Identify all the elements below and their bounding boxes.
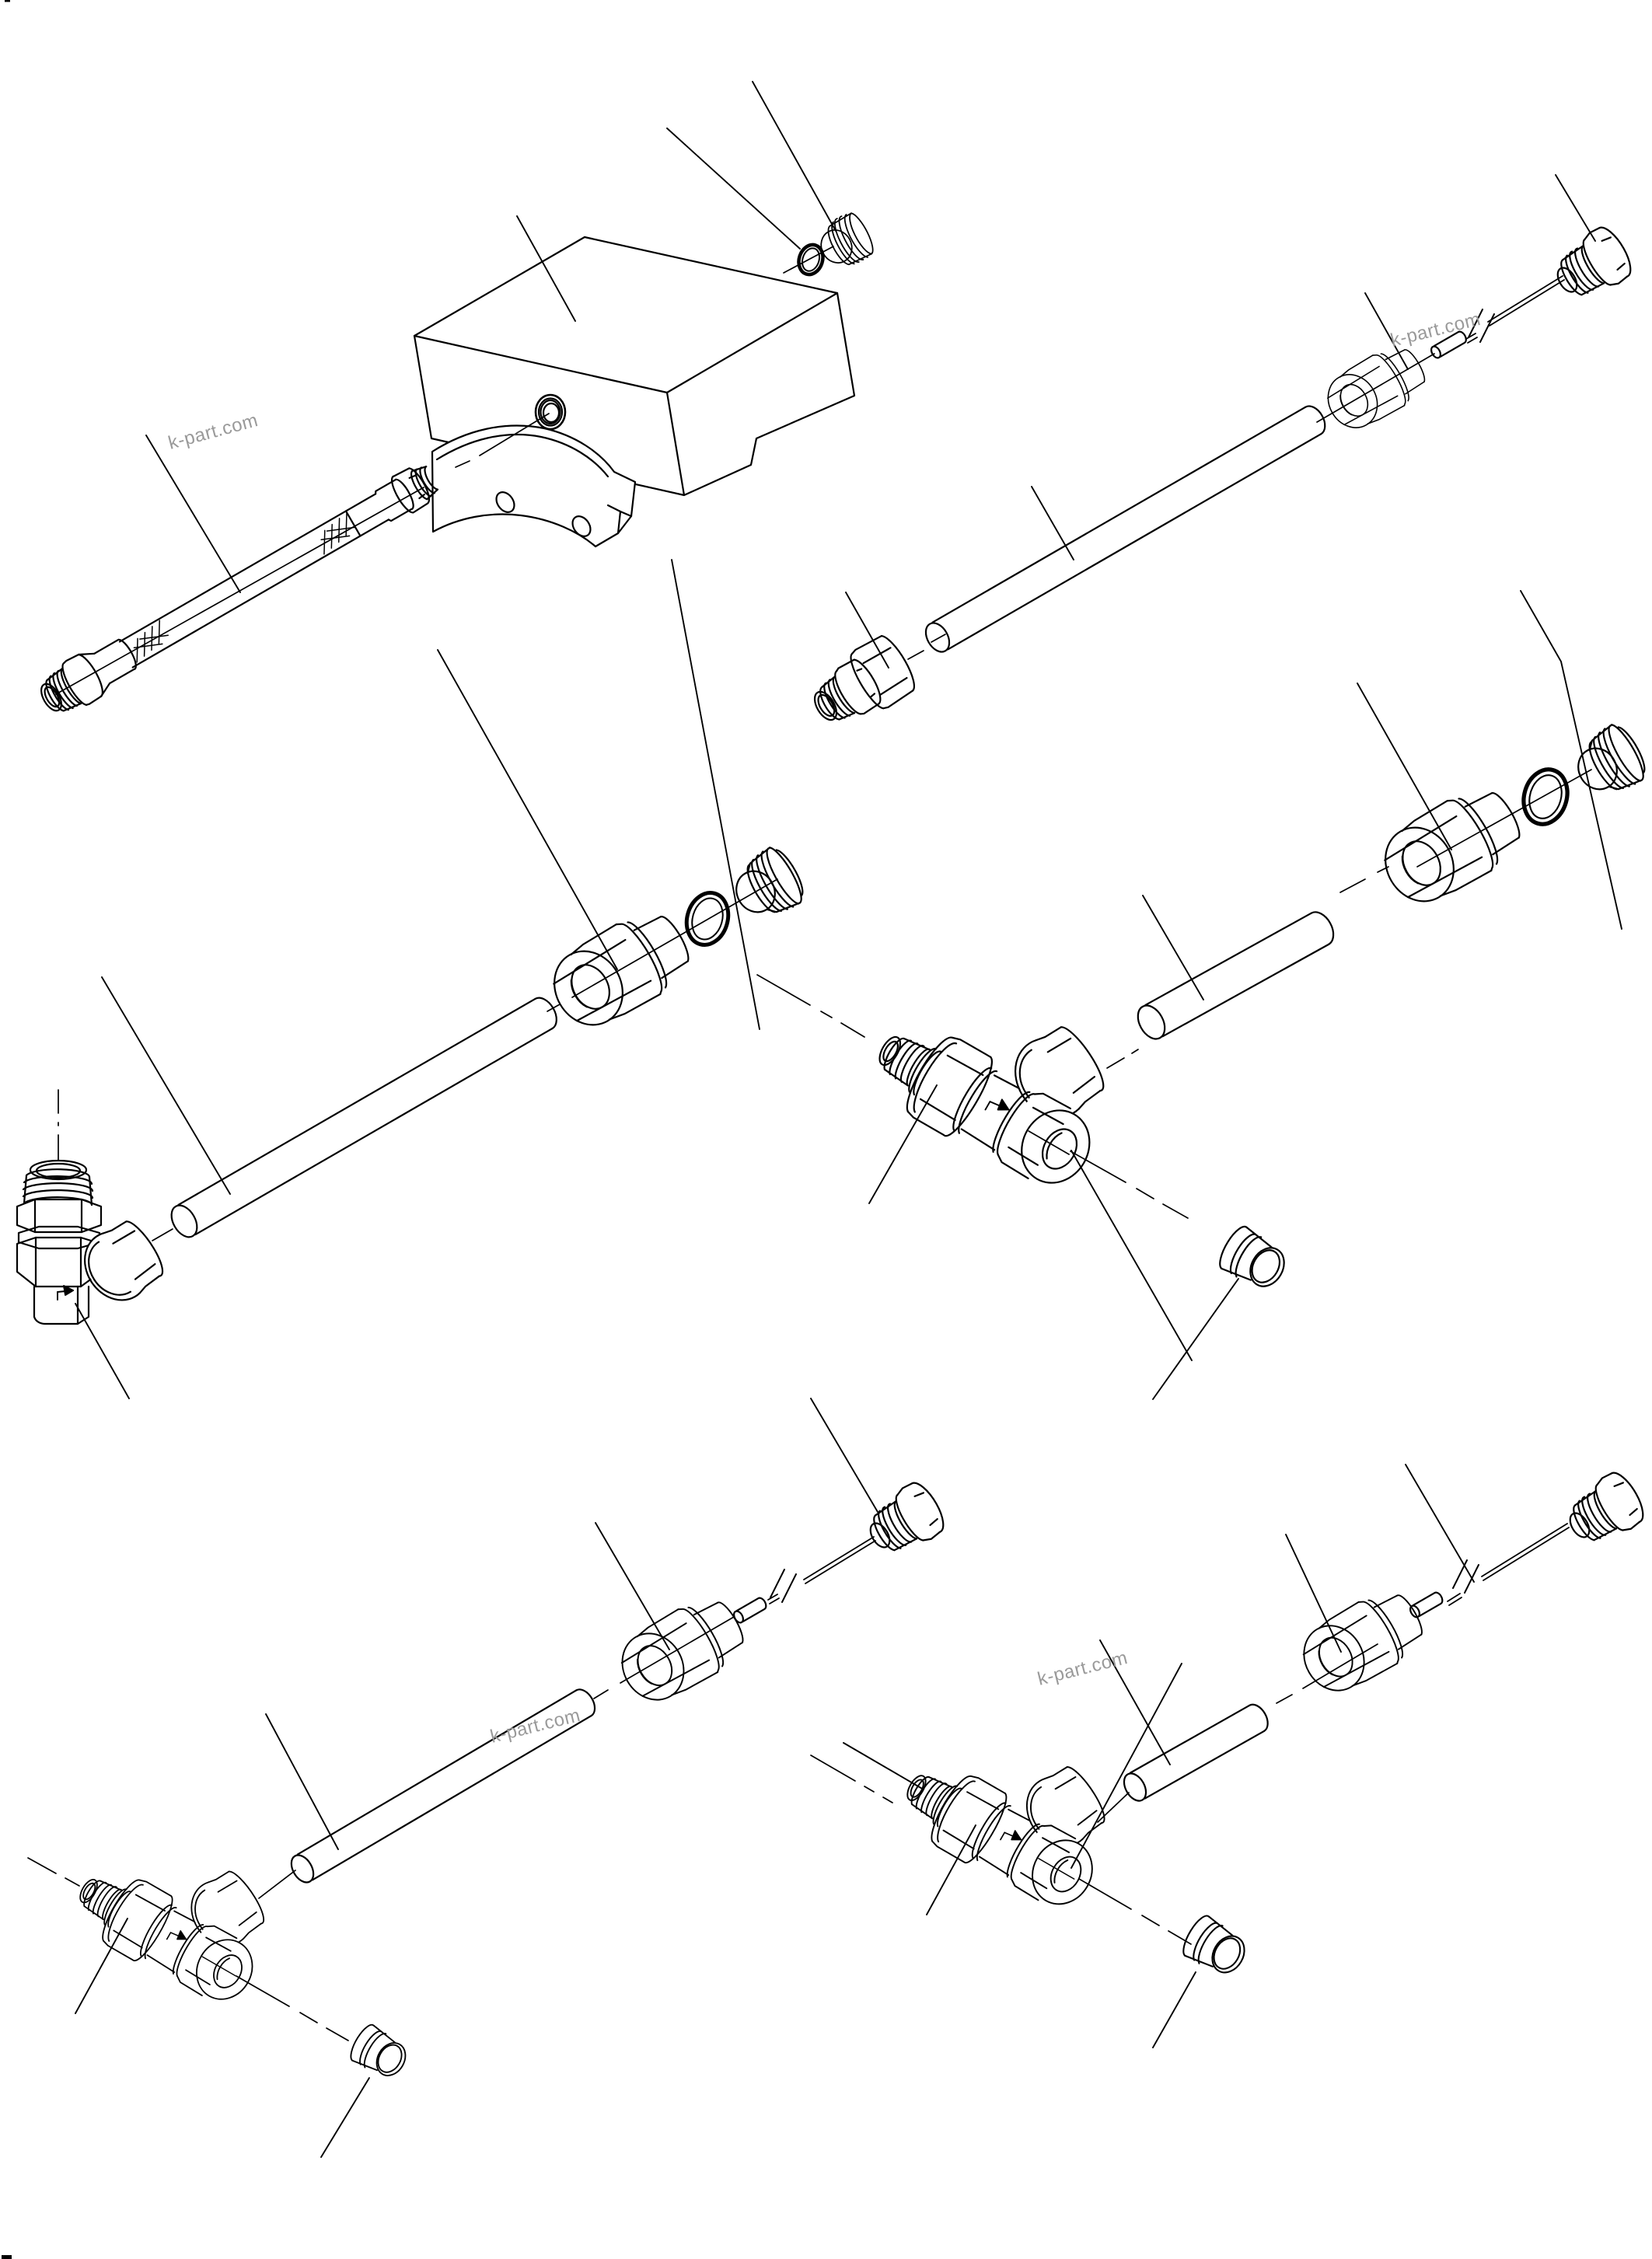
- svg-text:k-part.com: k-part.com: [488, 1705, 582, 1747]
- svg-text:k-part.com: k-part.com: [166, 410, 260, 454]
- svg-text:k-part.com: k-part.com: [1036, 1647, 1130, 1690]
